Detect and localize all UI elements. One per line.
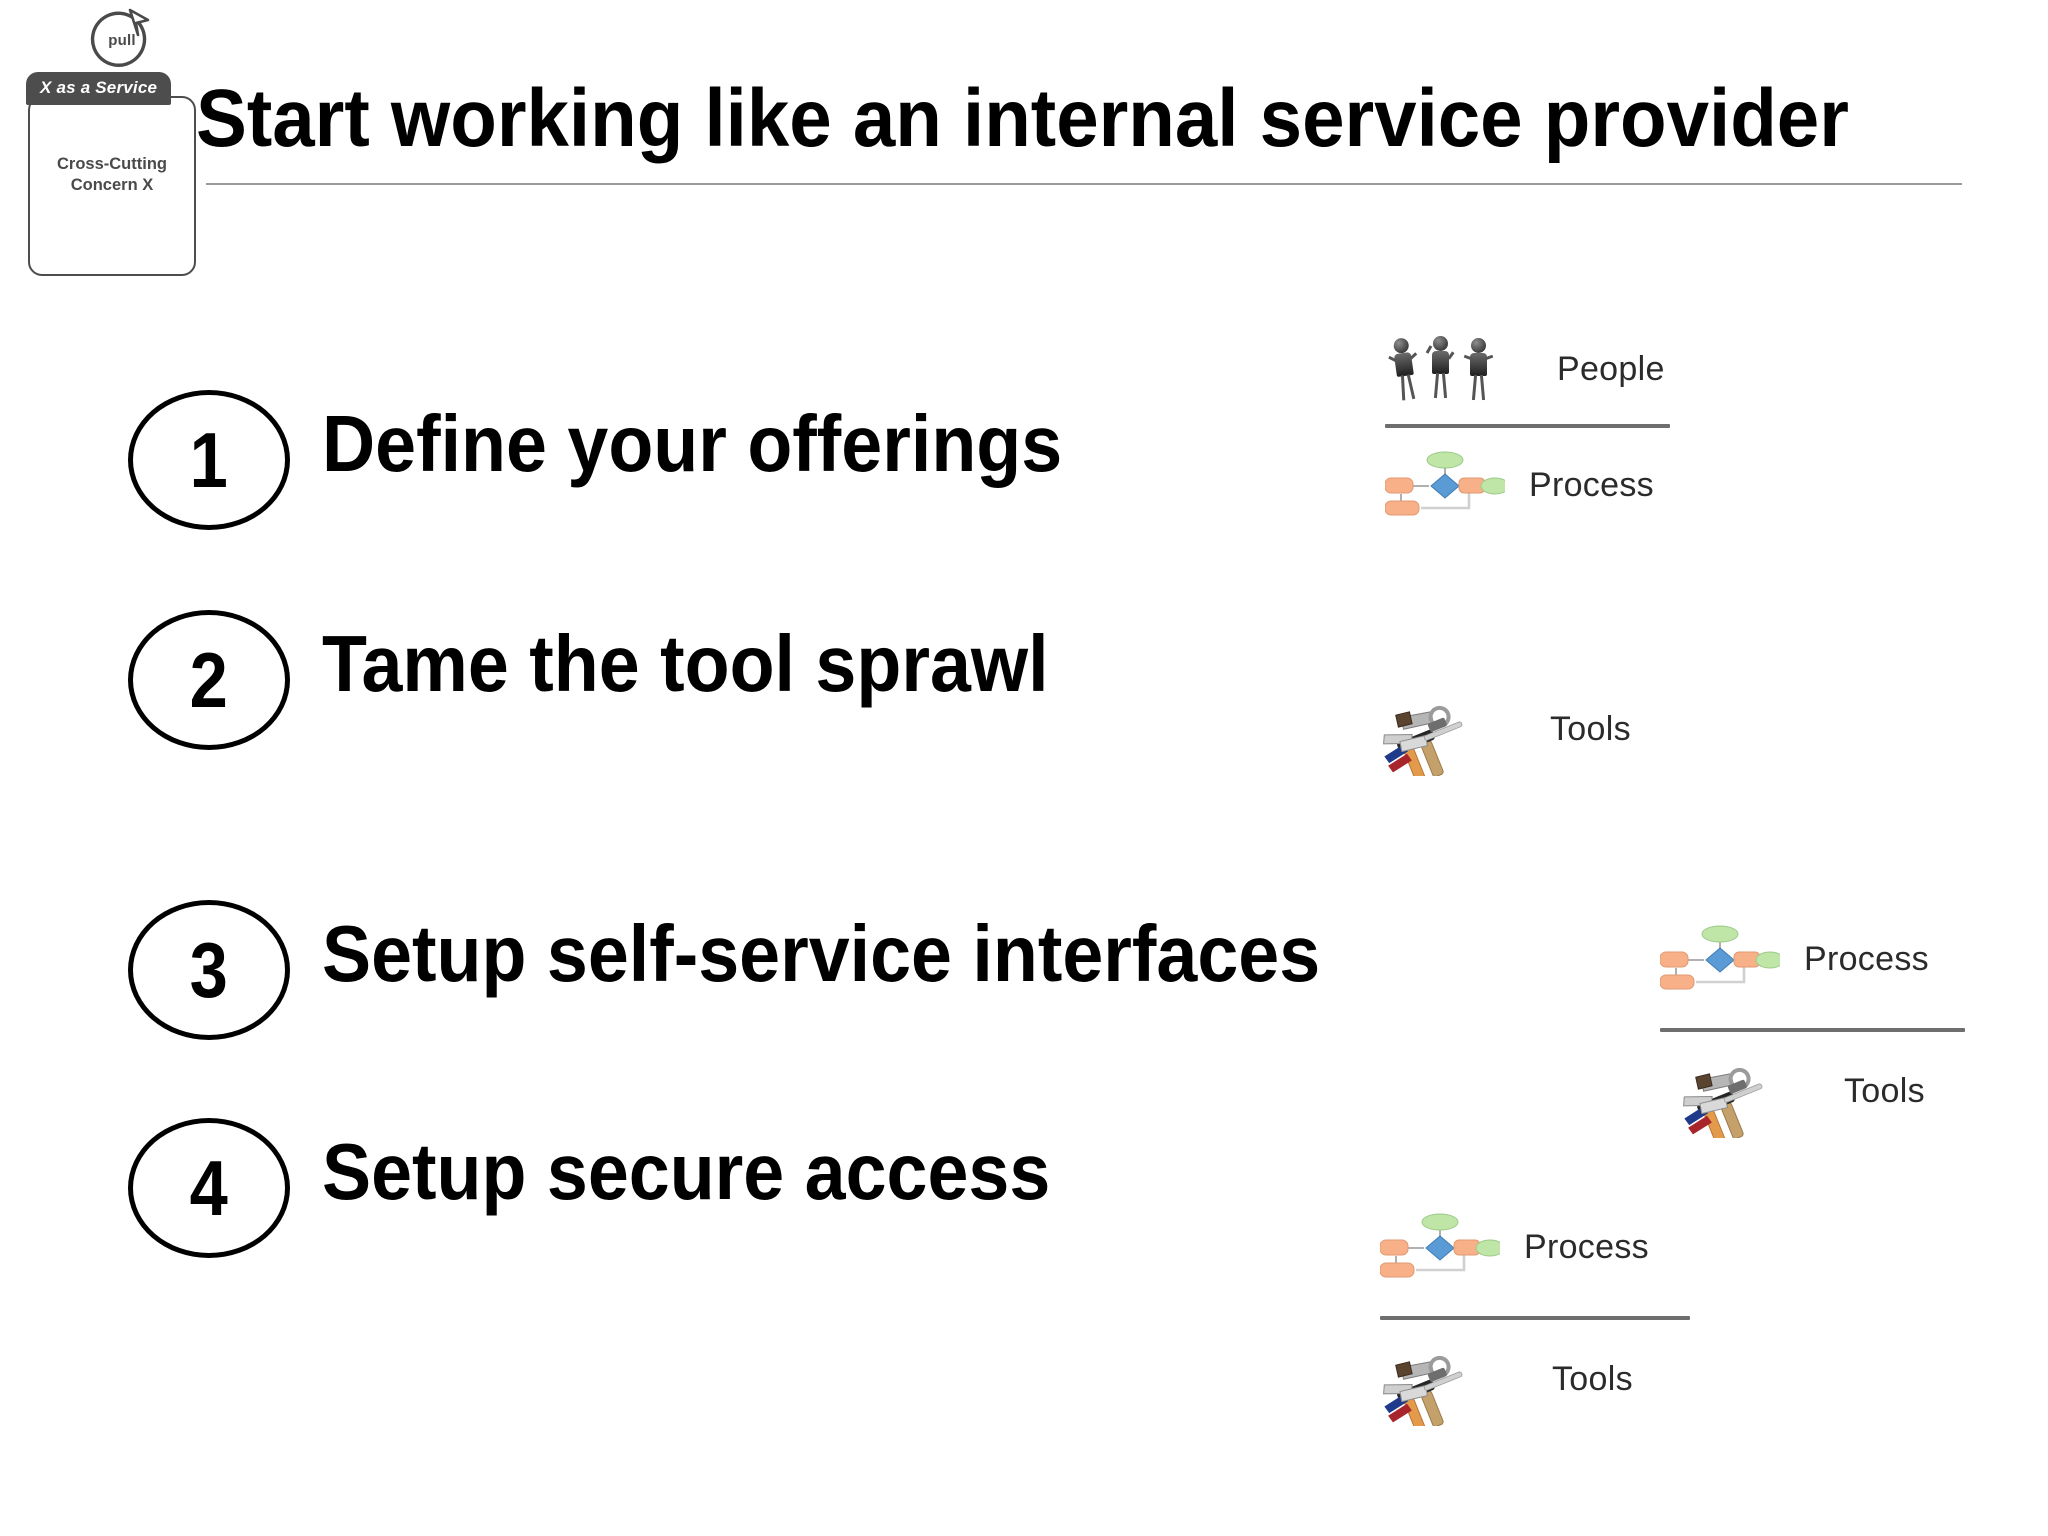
tools-icon <box>1380 690 1500 776</box>
process-icon <box>1660 920 1780 998</box>
icon-group-2: Tools <box>1380 690 1800 800</box>
icon-label-tools-4: Tools <box>1552 1359 1633 1398</box>
step-number-circle-4: 4 <box>128 1118 290 1258</box>
page-title: Start working like an internal service p… <box>196 73 1849 164</box>
step-label-4: Setup secure access <box>322 1127 1051 1216</box>
icon-item-process-4: Process <box>1380 1208 1649 1286</box>
step-number-circle-2: 2 <box>128 610 290 750</box>
icon-item-process-1: Process <box>1385 446 1654 524</box>
icon-separator-3 <box>1660 1028 1965 1032</box>
step-number-1: 1 <box>189 416 229 504</box>
card-body-line-2: Concern X <box>70 175 154 194</box>
tools-icon <box>1680 1052 1800 1138</box>
card-header-label: X as a Service <box>26 72 172 105</box>
title-underline <box>206 183 1962 185</box>
pull-label: pull <box>108 31 136 49</box>
pull-arrow-icon <box>86 4 158 76</box>
icon-group-1: People Process <box>1385 330 1805 560</box>
title-block: Start working like an internal service p… <box>196 78 2032 188</box>
step-label-2: Tame the tool sprawl <box>322 619 1049 708</box>
step-number-circle-3: 3 <box>128 900 290 1040</box>
step-number-circle-1: 1 <box>128 390 290 530</box>
step-label-3: Setup self-service interfaces <box>322 909 1321 998</box>
icon-item-process-3: Process <box>1660 920 1929 998</box>
icon-item-tools-2: Tools <box>1380 690 1631 776</box>
icon-separator-4 <box>1380 1316 1690 1320</box>
icon-label-process-1: Process <box>1529 465 1654 504</box>
people-icon <box>1385 330 1505 408</box>
icon-label-process-4: Process <box>1524 1227 1649 1266</box>
step-number-4: 4 <box>189 1144 229 1232</box>
step-label-1: Define your offerings <box>322 399 1063 488</box>
icon-label-tools-3: Tools <box>1844 1071 1925 1110</box>
process-icon <box>1380 1208 1500 1286</box>
icon-group-4: Process <box>1380 1208 1800 1448</box>
icon-label-tools-2: Tools <box>1550 709 1631 748</box>
icon-item-tools-3: Tools <box>1680 1052 1925 1138</box>
cross-cutting-concern-card: X as a Service Cross-Cutting Concern X <box>26 72 196 276</box>
icon-item-tools-4: Tools <box>1380 1340 1633 1426</box>
tools-icon <box>1380 1340 1500 1426</box>
icon-label-process-3: Process <box>1804 939 1929 978</box>
icon-item-people: People <box>1385 330 1665 408</box>
step-number-3: 3 <box>189 926 229 1014</box>
icon-separator-1 <box>1385 424 1670 428</box>
process-icon <box>1385 446 1505 524</box>
icon-label-people: People <box>1557 349 1665 388</box>
card-body-line-1: Cross-Cutting <box>57 155 167 173</box>
step-number-2: 2 <box>189 636 229 724</box>
x-as-a-service-badge-group: pull X as a Service Cross-Cutting Concer… <box>26 2 198 282</box>
icon-group-3: Process <box>1660 920 2048 1160</box>
card-body: Cross-Cutting Concern X <box>30 154 194 195</box>
